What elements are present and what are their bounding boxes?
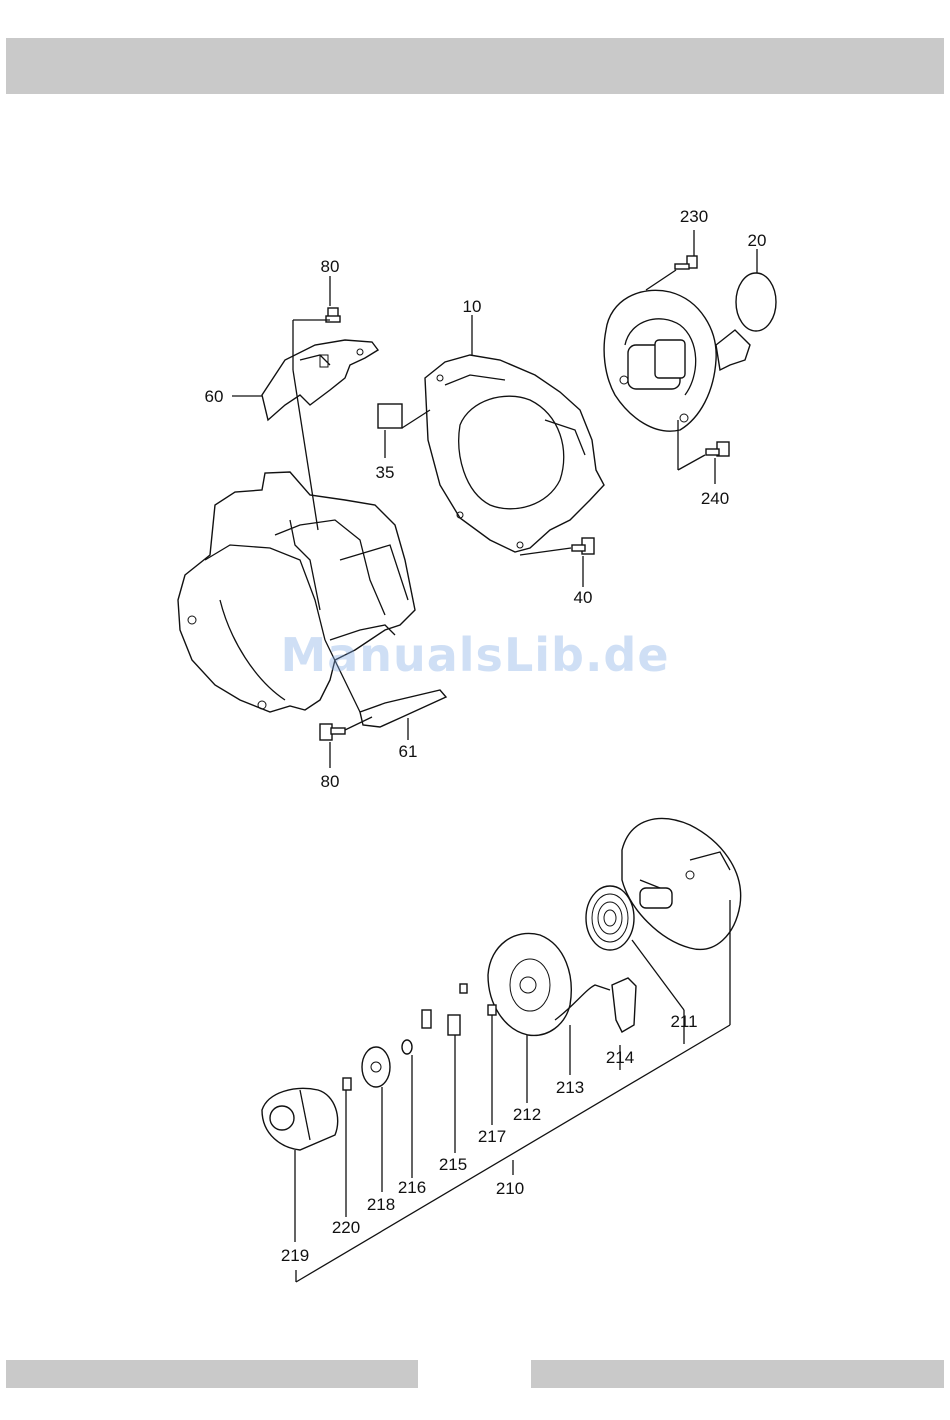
part-218-guide bbox=[362, 1047, 390, 1087]
part-10-fan-housing bbox=[425, 355, 604, 552]
label-214: 214 bbox=[606, 1048, 634, 1067]
part-20-disc bbox=[736, 273, 776, 331]
label-212: 212 bbox=[513, 1105, 541, 1124]
ratchet-pin bbox=[422, 1010, 431, 1028]
label-80-top: 80 bbox=[321, 257, 340, 276]
label-10: 10 bbox=[463, 297, 482, 316]
label-218: 218 bbox=[367, 1195, 395, 1214]
label-240: 240 bbox=[701, 489, 729, 508]
label-40: 40 bbox=[574, 588, 593, 607]
label-230: 230 bbox=[680, 207, 708, 226]
part-61-bracket bbox=[360, 690, 446, 727]
label-20: 20 bbox=[748, 231, 767, 250]
part-215-ratchet bbox=[448, 1015, 460, 1035]
small-spring bbox=[460, 984, 467, 993]
part-219-pulley bbox=[262, 1088, 338, 1150]
part-60-cover bbox=[262, 340, 378, 420]
label-60: 60 bbox=[205, 387, 224, 406]
part-214-handle bbox=[612, 978, 636, 1032]
label-216: 216 bbox=[398, 1178, 426, 1197]
label-215: 215 bbox=[439, 1155, 467, 1174]
label-210: 210 bbox=[496, 1179, 524, 1198]
label-220: 220 bbox=[332, 1218, 360, 1237]
bolt-80-bottom bbox=[320, 724, 332, 740]
part-220-screw bbox=[343, 1078, 351, 1090]
part-216-clip bbox=[402, 1040, 412, 1054]
part-212-reel bbox=[488, 933, 571, 1035]
footer-bar-left bbox=[6, 1360, 418, 1388]
part-35-sticker bbox=[378, 404, 402, 428]
label-35: 35 bbox=[376, 463, 395, 482]
label-61: 61 bbox=[399, 742, 418, 761]
label-217: 217 bbox=[478, 1127, 506, 1146]
label-219: 219 bbox=[281, 1246, 309, 1265]
label-213: 213 bbox=[556, 1078, 584, 1097]
spring-coil bbox=[586, 886, 634, 950]
watermark: ManualsLib.de bbox=[0, 628, 950, 682]
recoil-starter-assembly-upper bbox=[604, 290, 750, 431]
footer-bar-right bbox=[531, 1360, 944, 1388]
part-217-spring bbox=[488, 1005, 496, 1015]
part-211-housing bbox=[622, 819, 741, 950]
label-80-bottom: 80 bbox=[321, 772, 340, 791]
label-211: 211 bbox=[670, 1012, 697, 1031]
